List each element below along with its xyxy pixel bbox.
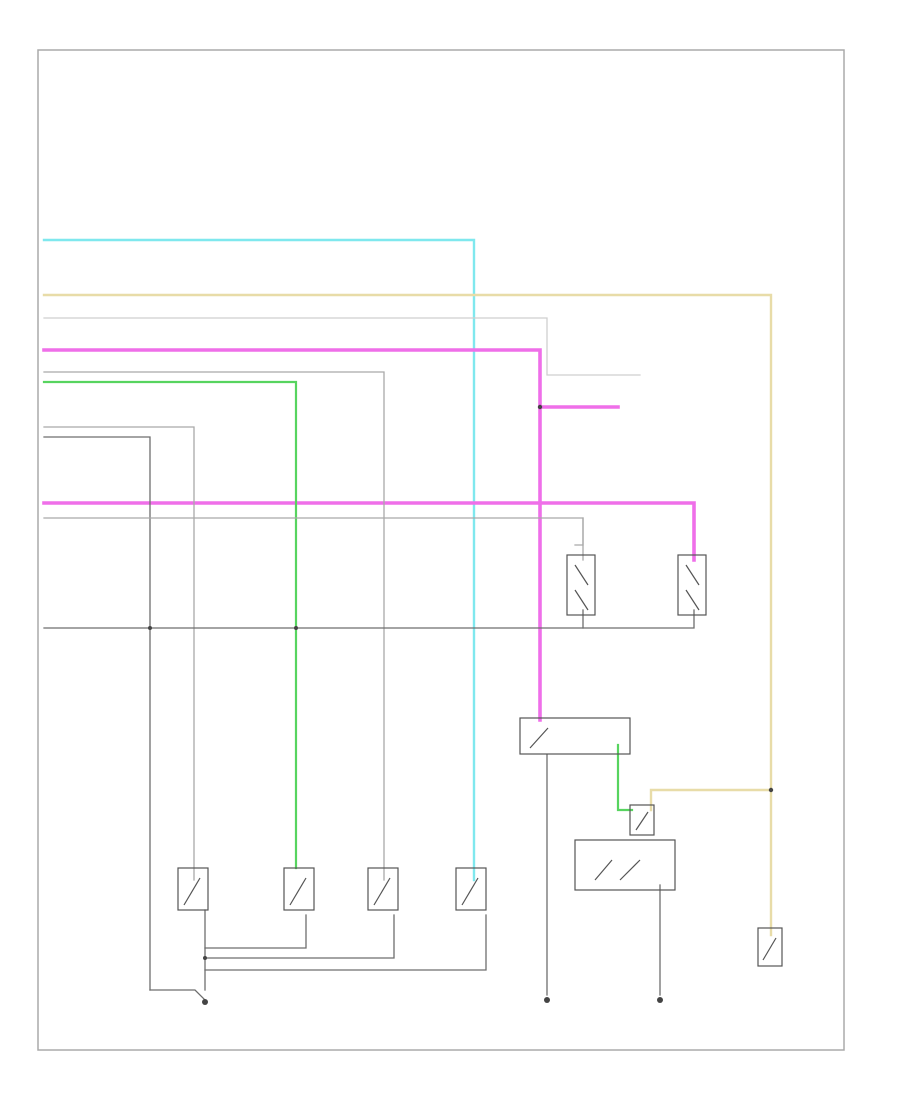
wire-tan-stub <box>574 517 584 546</box>
wire-grey-2 <box>43 426 195 881</box>
switch-component-1 <box>177 867 209 911</box>
splice-point <box>148 626 152 630</box>
wire-light-grey <box>43 317 641 376</box>
wire-return-2 <box>204 914 395 959</box>
switch-assembly <box>519 717 631 755</box>
wire-ground-left <box>149 989 206 1001</box>
wire-tan-branch <box>649 788 773 812</box>
wire-return-1 <box>204 914 307 949</box>
wire-cyan <box>42 238 476 882</box>
relay-component-1 <box>566 554 596 616</box>
ground-symbol-left <box>202 999 208 1005</box>
wire-green <box>42 380 298 870</box>
wire-ground-bus <box>43 609 695 629</box>
ground-symbol-center <box>544 997 550 1003</box>
splice-point <box>294 626 298 630</box>
switch-component-4 <box>455 867 487 911</box>
wire-magenta-2 <box>42 501 696 562</box>
wire-return-3 <box>204 914 487 971</box>
relay-component-2 <box>677 554 707 616</box>
switch-component-3 <box>367 867 399 911</box>
wire-dark <box>43 436 151 991</box>
switch-component-far-right <box>757 927 783 967</box>
wire-grey-1 <box>43 371 385 881</box>
ground-symbol-right <box>657 997 663 1003</box>
multi-position-switch <box>574 839 676 891</box>
wire-magenta <box>42 348 542 722</box>
wire-grey-3 <box>43 517 584 561</box>
wire-green-lower <box>616 743 634 812</box>
diagram-frame <box>37 49 845 1051</box>
switch-component-2 <box>283 867 315 911</box>
splice-point <box>537 404 543 410</box>
switch-component-right <box>629 804 655 836</box>
splice-point <box>203 956 207 960</box>
splice-point <box>768 787 774 793</box>
wire-tan <box>42 293 773 792</box>
